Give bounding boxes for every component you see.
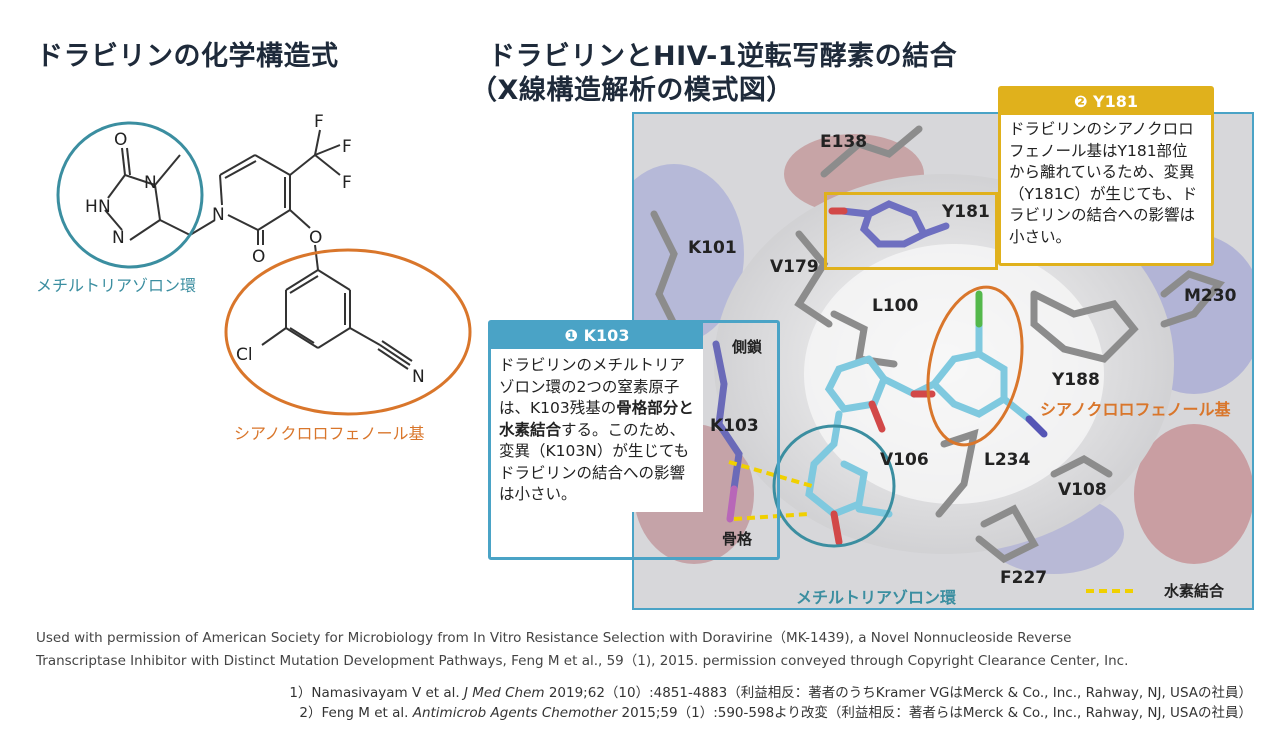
callout-y181: ❷ Y181 ドラビリンのシアノクロロフェノール基はY181部位から離れているた… <box>998 86 1214 266</box>
credit-line-2: Transcriptase Inhibitor with Distinct Mu… <box>36 653 1129 669</box>
credit-line-1: Used with permission of American Society… <box>36 630 1072 646</box>
atom-n-ring: N <box>112 228 125 248</box>
reference-2: 2）Feng M et al. Antimicrob Agents Chemot… <box>299 701 1252 721</box>
callout-y181-box <box>824 192 998 270</box>
atom-n-pyridinone: N <box>212 205 225 225</box>
reference-2-journal: Antimicrob Agents Chemother <box>412 705 618 721</box>
left-cyano-label: シアノクロロフェノール基 <box>234 424 425 443</box>
legend-hbond-label: 水素結合 <box>1164 582 1225 600</box>
callout-k103: ❶ K103 ドラビリンのメチルトリアゾロン環の2つの窒素原子は、K103残基の… <box>488 320 780 560</box>
reference-1-authors: Namasivayam V et al. <box>311 685 464 701</box>
atom-n-cyano: N <box>412 367 425 387</box>
chemical-structure: O N H N N N O O F F F Cl N <box>56 112 472 416</box>
callout-k103-text-a: ドラビリンのメチルトリアゾロン環の2つの窒素原子は、K103残基の <box>499 356 686 417</box>
model-cyano-label: シアノクロロフェノール基 <box>1040 400 1231 419</box>
callout-y181-text: ドラビリンのシアノクロロフェノール基はY181部位から離れているため、変異（Y1… <box>1001 115 1211 252</box>
atom-f2: F <box>342 137 352 157</box>
reference-1: 1）Namasivayam V et al. J Med Chem 2019;6… <box>289 681 1252 701</box>
backbone-label: 骨格 <box>722 530 753 548</box>
methyl-triazolone-circle <box>56 121 204 269</box>
cyanochlorophenol-ellipse <box>224 248 472 416</box>
atom-o-top: O <box>114 130 127 150</box>
residue-k103: K103 <box>710 416 759 436</box>
atom-o-keto: O <box>252 247 265 267</box>
right-title-line1: ドラビリンとHIV-1逆転写酵素の結合 <box>488 41 958 72</box>
reference-2-authors: Feng M et al. <box>321 705 413 721</box>
callout-y181-badge: ❷ Y181 <box>1001 89 1211 115</box>
residue-y188: Y188 <box>1052 370 1100 390</box>
atom-n-methyl: N <box>144 173 157 193</box>
right-title-line2: （X線構造解析の模式図） <box>470 75 794 106</box>
callout-k103-text-b: する。このため、変異（K103N）が生じてもドラビリンの結合への影響は小さい。 <box>499 420 690 504</box>
callout-k103-text-bold: 骨格部分と水素結合 <box>499 399 694 439</box>
residue-v179: V179 <box>770 257 819 277</box>
reference-1-journal: J Med Chem <box>464 685 545 701</box>
reference-1-detail: 2019;62（10）:4851-4883（利益相反：著者のうちKramer V… <box>544 685 1252 701</box>
side-chain-label: 側鎖 <box>732 338 763 356</box>
left-methyl-label: メチルトリアゾロン環 <box>36 276 197 295</box>
atom-f1: F <box>314 112 324 132</box>
atom-hn-n: N <box>98 197 111 217</box>
residue-v108: V108 <box>1058 480 1107 500</box>
callout-k103-text: ドラビリンのメチルトリアゾロン環の2つの窒素原子は、K103残基の骨格部分と水素… <box>491 349 703 512</box>
left-title: ドラビリンの化学構造式 <box>36 41 339 72</box>
residue-l234: L234 <box>984 450 1031 470</box>
residue-y181: Y181 <box>942 202 990 222</box>
reference-2-num: 2） <box>299 705 322 721</box>
residue-m230: M230 <box>1184 286 1237 306</box>
residue-f227: F227 <box>1000 568 1048 588</box>
atom-o-ether: O <box>309 228 322 248</box>
reference-2-detail: 2015;59（1）:590-598より改変（利益相反：著者らはMerck & … <box>617 705 1252 721</box>
model-methyl-label: メチルトリアゾロン環 <box>796 588 957 607</box>
reference-1-num: 1） <box>289 685 312 701</box>
atom-f3: F <box>342 173 352 193</box>
residue-l100: L100 <box>872 296 919 316</box>
residue-e138: E138 <box>820 132 868 152</box>
atom-hn-h: H <box>85 197 98 217</box>
callout-k103-badge: ❶ K103 <box>491 323 703 349</box>
residue-k101: K101 <box>688 238 737 258</box>
residue-v106: V106 <box>880 450 929 470</box>
atom-cl: Cl <box>236 345 253 365</box>
